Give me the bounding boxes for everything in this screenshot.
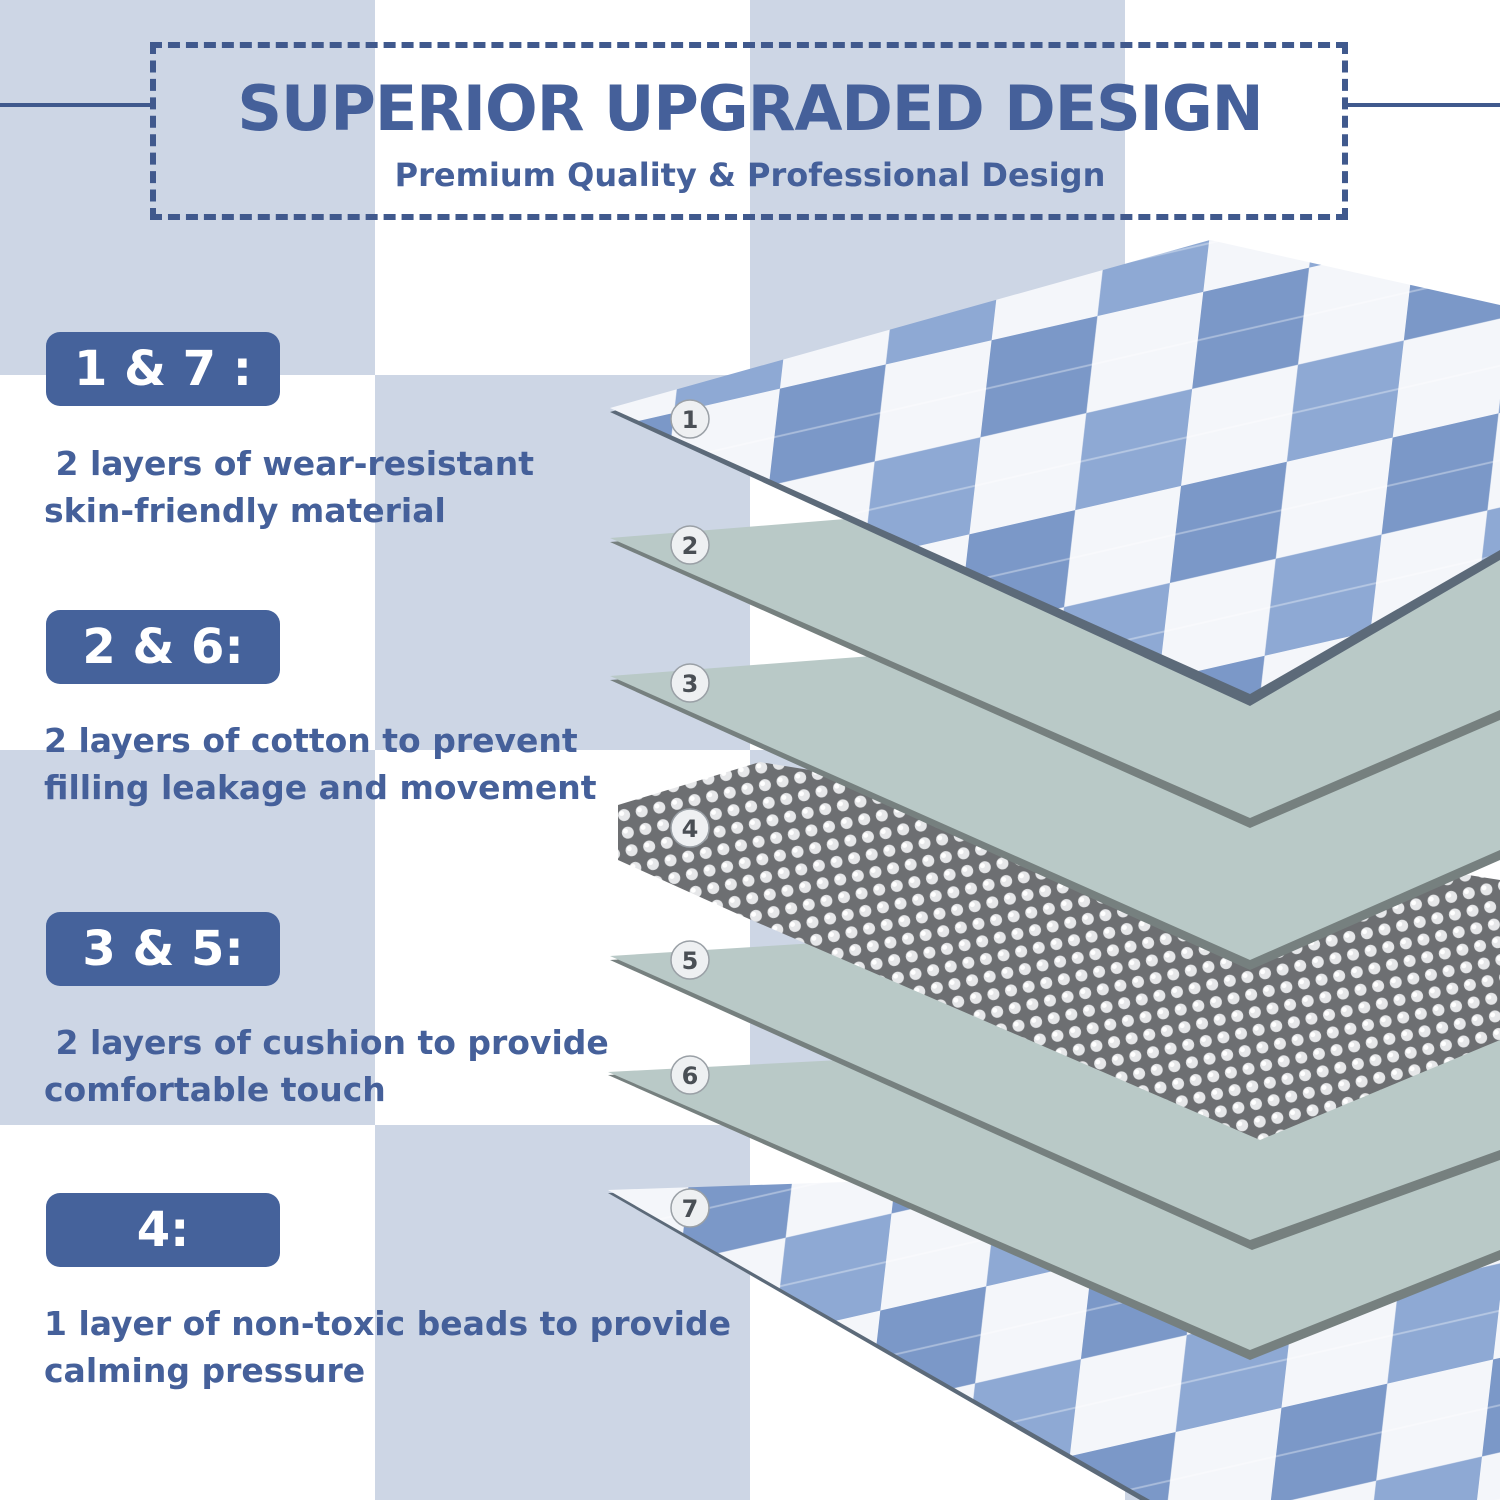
section-desc-3-5-line1: 2 layers of cushion to provide	[44, 1023, 609, 1062]
section-desc-4-line2: calming pressure	[44, 1351, 366, 1390]
section-badge-1-7: 1 & 7 :	[46, 332, 280, 406]
header-dashed-frame	[150, 42, 1348, 220]
page-subtitle: Premium Quality & Professional Design	[394, 156, 1106, 194]
section-desc-2-6-line1: 2 layers of cotton to prevent	[44, 721, 578, 760]
layer-number-2: 2	[682, 532, 699, 560]
section-desc-2-6-line2: filling leakage and movement	[44, 768, 597, 807]
layer-number-1: 1	[682, 406, 699, 434]
layer-number-4: 4	[682, 815, 699, 843]
layer-number-5: 5	[682, 947, 699, 975]
layer-number-3: 3	[682, 670, 699, 698]
layer-number-markers: 1 2 3 4 5 6 7	[670, 399, 710, 1228]
layer-number-6: 6	[682, 1062, 699, 1090]
section-badge-2-6: 2 & 6:	[46, 610, 280, 684]
section-badge-4: 4:	[46, 1193, 280, 1267]
section-desc-1-7-line1: 2 layers of wear-resistant	[44, 444, 534, 483]
layer-number-7: 7	[682, 1195, 699, 1223]
page-title: SUPERIOR UPGRADED DESIGN	[237, 72, 1263, 145]
header-left-line	[0, 103, 152, 107]
layer-1	[610, 240, 1500, 706]
section-desc-3-5-line2: comfortable touch	[44, 1070, 386, 1109]
section-desc-1-7-line2: skin-friendly material	[44, 491, 446, 530]
section-desc-4-line1: 1 layer of non-toxic beads to provide	[44, 1304, 731, 1343]
header-right-line	[1346, 103, 1500, 107]
section-badge-3-5: 3 & 5:	[46, 912, 280, 986]
